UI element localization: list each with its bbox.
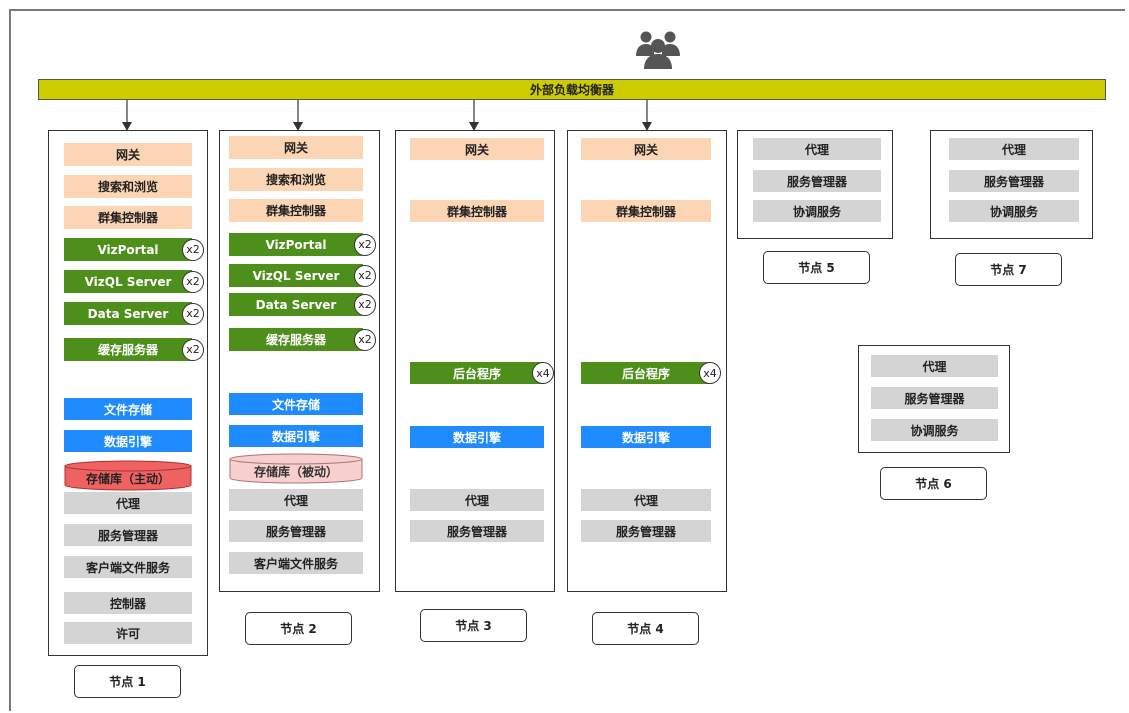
service-gray-10: 代理 [229,489,363,511]
service-green-5: Data Server [229,293,363,316]
node-label-6: 节点 7 [955,253,1062,286]
node-label-4: 节点 4 [592,612,699,645]
service-peach-1: 群集控制器 [581,200,711,222]
service-gray-5: 服务管理器 [581,520,711,542]
service-green-3: VizPortal [229,233,363,256]
repository-label: 存储库（被动） [253,464,338,479]
service-green-4: VizQL Server [229,264,363,287]
service-gray-4: 代理 [581,489,711,511]
multiplier-badge: x4 [532,362,554,384]
repository-active-cylinder [64,460,192,491]
service-gray-0: 代理 [949,138,1079,160]
multiplier-badge: x2 [182,338,204,361]
service-green-5: Data Server [64,302,192,325]
arrow-down-icon [642,100,652,131]
multiplier-badge: x2 [182,302,204,325]
users-group-icon [636,31,680,69]
node-label-5: 节点 5 [763,251,870,284]
service-gray-13: 控制器 [64,592,192,614]
repository-label: 存储库（主动） [85,471,170,486]
service-gray-2: 协调服务 [871,419,998,441]
service-blue-7: 文件存储 [64,398,192,420]
service-gray-2: 协调服务 [753,200,881,222]
service-blue-7: 文件存储 [229,393,363,415]
load-balancer-label: 外部负载均衡器 [529,83,614,97]
service-gray-1: 服务管理器 [753,170,881,192]
multiplier-badge: x2 [182,238,204,261]
service-peach-2: 群集控制器 [229,199,363,222]
multiplier-badge: x2 [354,233,376,256]
service-peach-0: 网关 [410,138,544,160]
service-blue-3: 数据引擎 [581,426,711,448]
service-green-6: 缓存服务器 [229,328,363,351]
service-gray-10: 代理 [64,492,192,514]
service-blue-3: 数据引擎 [410,426,544,448]
service-green-2: 后台程序 [410,362,544,384]
service-green-4: VizQL Server [64,270,192,293]
service-gray-11: 服务管理器 [64,524,192,546]
arrow-down-icon [469,100,479,131]
service-peach-0: 网关 [64,143,192,166]
service-peach-0: 网关 [229,136,363,159]
multiplier-badge: x2 [354,328,376,351]
service-peach-0: 网关 [581,138,711,160]
service-blue-8: 数据引擎 [64,430,192,452]
external-load-balancer: 外部负载均衡器 [38,79,1106,100]
service-green-2: 后台程序 [581,362,711,384]
service-gray-12: 客户端文件服务 [229,552,363,574]
service-gray-14: 许可 [64,622,192,644]
node-label-3: 节点 3 [420,609,527,642]
service-peach-1: 群集控制器 [410,200,544,222]
service-peach-1: 搜索和浏览 [229,168,363,191]
service-gray-5: 服务管理器 [410,520,544,542]
node-label-7: 节点 6 [880,467,987,500]
node-label-1: 节点 1 [74,665,181,698]
service-gray-1: 服务管理器 [949,170,1079,192]
diagram-frame [9,9,1125,711]
service-gray-0: 代理 [753,138,881,160]
service-gray-4: 代理 [410,489,544,511]
arrow-down-icon [293,100,303,131]
service-green-3: VizPortal [64,238,192,261]
arrow-down-icon [122,100,132,131]
service-peach-1: 搜索和浏览 [64,175,192,198]
service-blue-8: 数据引擎 [229,425,363,447]
multiplier-badge: x2 [182,270,204,293]
service-gray-12: 客户端文件服务 [64,556,192,578]
multiplier-badge: x2 [354,293,376,316]
service-gray-0: 代理 [871,355,998,377]
repository-passive-cylinder [229,453,363,484]
service-green-6: 缓存服务器 [64,338,192,361]
multiplier-badge: x4 [699,362,721,384]
service-gray-2: 协调服务 [949,200,1079,222]
multiplier-badge: x2 [354,264,376,287]
node-label-2: 节点 2 [245,612,352,645]
service-gray-1: 服务管理器 [871,387,998,409]
service-peach-2: 群集控制器 [64,206,192,229]
service-gray-11: 服务管理器 [229,520,363,542]
